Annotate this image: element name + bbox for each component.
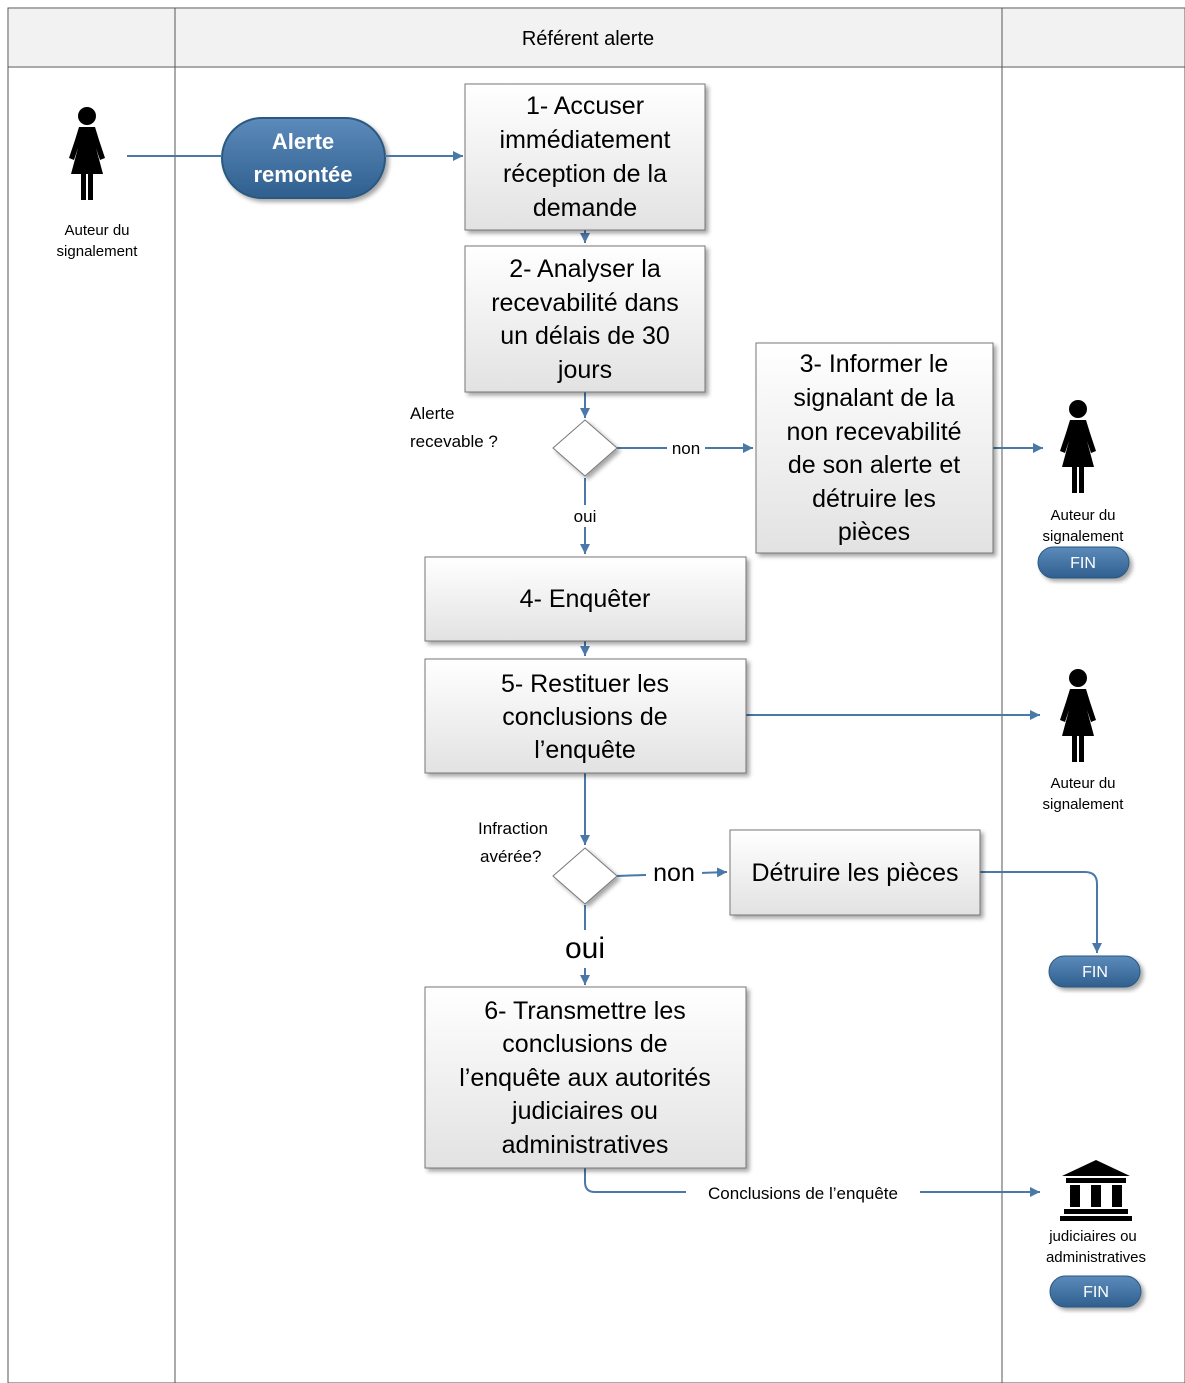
svg-text:de son alerte et: de son alerte et [788, 451, 960, 479]
step1-box: 1- Accuser immédiatement réception de la… [464, 83, 706, 231]
author-actor-step3: Auteur du signalement [1043, 400, 1125, 545]
svg-text:1- Accuser: 1- Accuser [526, 92, 644, 120]
svg-text:signalement: signalement [57, 243, 139, 260]
d1-yes-label: oui [574, 507, 597, 526]
svg-text:administratives: administratives [502, 1131, 669, 1159]
author-actor-top: Auteur du signalement [57, 107, 139, 260]
step3-box: 3- Informer le signalant de la non recev… [755, 342, 994, 554]
person-icon [1060, 400, 1096, 493]
start-alert-pill: Alerte remontée [221, 117, 386, 199]
svg-text:jours: jours [557, 356, 612, 384]
svg-text:Auteur du: Auteur du [64, 222, 129, 239]
svg-text:un délais de 30: un délais de 30 [500, 322, 670, 350]
courthouse-icon [1060, 1160, 1132, 1221]
svg-text:signalant de la: signalant de la [793, 384, 954, 412]
step6-box: 6- Transmettre les conclusions de l’enqu… [424, 986, 747, 1169]
svg-text:signalement: signalement [1043, 528, 1125, 545]
d2-yes-label: oui [565, 932, 605, 965]
svg-text:conclusions de: conclusions de [502, 1030, 667, 1058]
svg-text:FIN: FIN [1083, 1284, 1109, 1301]
svg-text:signalement: signalement [1043, 796, 1125, 813]
d2-question-line2: avérée? [480, 847, 541, 866]
d2-question-line1: Infraction [478, 819, 548, 838]
svg-text:l’enquête aux autorités: l’enquête aux autorités [459, 1064, 711, 1092]
svg-text:administratives: administratives [1046, 1249, 1146, 1266]
d1-question-line1: Alerte [410, 404, 454, 423]
svg-text:Auteur du: Auteur du [1050, 507, 1115, 524]
person-icon [69, 107, 105, 200]
person-icon [1060, 669, 1096, 762]
fin-badge-2: FIN [1048, 955, 1141, 988]
svg-text:5- Restituer les: 5- Restituer les [501, 670, 669, 698]
svg-text:réception de la: réception de la [503, 160, 667, 188]
svg-text:judiciaires ou: judiciaires ou [1048, 1228, 1137, 1245]
svg-text:immédiatement: immédiatement [500, 126, 671, 154]
authorities-actor: judiciaires ou administratives [1045, 1156, 1148, 1266]
step2-box: 2- Analyser la recevabilité dans un déla… [464, 245, 706, 393]
start-line1: Alerte [272, 129, 334, 154]
svg-text:l’enquête: l’enquête [534, 736, 635, 764]
svg-text:Détruire les pièces: Détruire les pièces [751, 859, 958, 887]
svg-text:4- Enquêter: 4- Enquêter [520, 585, 651, 613]
author-top-line2: signalement [57, 243, 139, 260]
decision-recevable: Alerte recevable ? non oui [410, 404, 705, 527]
svg-text:Auteur du: Auteur du [1050, 775, 1115, 792]
d1-no-label: non [672, 439, 700, 458]
start-line2: remontée [253, 162, 352, 187]
swimlane-frame [7, 7, 1185, 1383]
step5-box: 5- Restituer les conclusions de l’enquêt… [424, 658, 747, 774]
author-top-line1: Auteur du [64, 222, 129, 239]
lane-title: Référent alerte [522, 28, 654, 50]
svg-text:détruire les: détruire les [812, 485, 936, 513]
svg-text:2- Analyser la: 2- Analyser la [509, 255, 661, 283]
author-actor-step5: Auteur du signalement [1043, 669, 1125, 813]
svg-text:judiciaires ou: judiciaires ou [511, 1097, 658, 1125]
svg-text:demande: demande [533, 194, 637, 222]
connectors [127, 151, 1102, 1197]
conclusions-flow-label: Conclusions de l’enquête [686, 1182, 920, 1204]
svg-text:non recevabilité: non recevabilité [786, 418, 961, 446]
svg-text:6- Transmettre les: 6- Transmettre les [484, 997, 685, 1025]
step4-box: 4- Enquêter [424, 556, 747, 642]
svg-text:conclusions de: conclusions de [502, 703, 667, 731]
destroy-pieces-box: Détruire les pièces [729, 829, 981, 916]
d1-question-line2: recevable ? [410, 432, 498, 451]
svg-text:FIN: FIN [1082, 964, 1108, 981]
svg-text:Conclusions de l’enquête: Conclusions de l’enquête [708, 1184, 898, 1203]
decision-infraction: Infraction avérée? non oui [478, 819, 702, 968]
fin-badge-3: FIN [1049, 1275, 1142, 1308]
connector-step6-authorities [584, 1168, 1040, 1197]
connector-destroy-fin [980, 871, 1102, 953]
d2-no-label: non [653, 859, 695, 887]
svg-text:recevabilité dans: recevabilité dans [491, 289, 679, 317]
svg-text:FIN: FIN [1070, 555, 1096, 572]
svg-text:pièces: pièces [838, 518, 910, 546]
fin-badge-1: FIN [1037, 546, 1130, 579]
svg-text:3- Informer le: 3- Informer le [800, 350, 949, 378]
